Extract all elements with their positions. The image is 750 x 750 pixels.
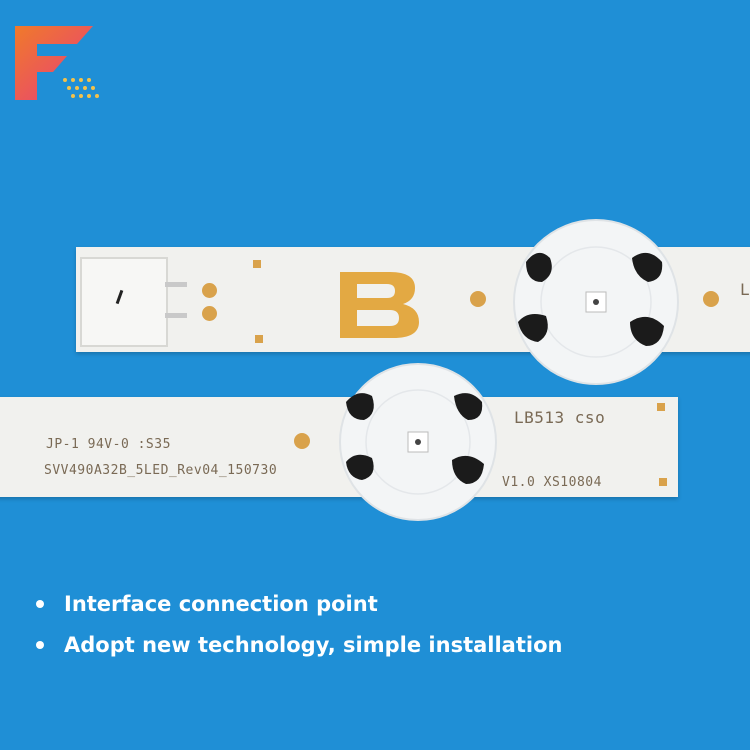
b-mark-icon xyxy=(340,272,419,338)
feature-text: Adopt new technology, simple installatio… xyxy=(64,633,563,657)
solder-pad xyxy=(703,291,719,307)
pcb-line1: JP-1 94V-0 :S35 xyxy=(46,437,171,452)
led-lens xyxy=(339,363,497,521)
bullet-dot-icon xyxy=(36,600,44,608)
connector-pin xyxy=(165,282,187,287)
feature-item: Adopt new technology, simple installatio… xyxy=(36,626,562,664)
pcb-line2: SVV490A32B_5LED_Rev04_150730 xyxy=(44,463,278,478)
solder-pad xyxy=(659,478,667,486)
connector-pin xyxy=(165,313,187,318)
solder-pad xyxy=(657,403,665,411)
pcb-version: V1.0 XS10804 xyxy=(502,475,602,490)
solder-pad xyxy=(202,283,217,298)
feature-list: Interface connection point Adopt new tec… xyxy=(36,585,562,667)
bullet-dot-icon xyxy=(36,641,44,649)
solder-pad xyxy=(202,306,217,321)
f-letter-logo-icon xyxy=(15,26,99,100)
led-lens xyxy=(513,219,679,385)
feature-item: Interface connection point xyxy=(36,585,562,623)
connector xyxy=(80,257,168,347)
solder-pad xyxy=(294,433,310,449)
solder-pad xyxy=(255,335,263,343)
strip1-label: L xyxy=(740,280,750,299)
feature-text: Interface connection point xyxy=(64,592,378,616)
solder-pad xyxy=(470,291,486,307)
solder-pad xyxy=(253,260,261,268)
pcb-lb-label: LB513 cso xyxy=(514,408,606,427)
led-strip-bottom xyxy=(0,397,678,497)
